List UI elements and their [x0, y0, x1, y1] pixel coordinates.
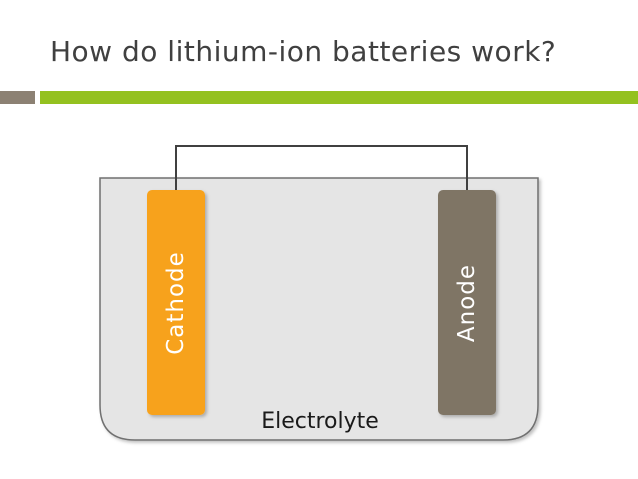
external-wire [175, 145, 468, 190]
electrolyte-label: Electrolyte [261, 409, 379, 434]
title-divider-accent [0, 91, 35, 104]
anode-electrode [438, 190, 496, 415]
electrolyte-container [99, 177, 539, 441]
slide-title: How do lithium-ion batteries work? [50, 35, 557, 68]
title-divider-bar [40, 91, 638, 104]
cathode-electrode [147, 190, 205, 415]
anode-label: Anode [454, 264, 480, 342]
cathode-label: Cathode [163, 251, 189, 355]
